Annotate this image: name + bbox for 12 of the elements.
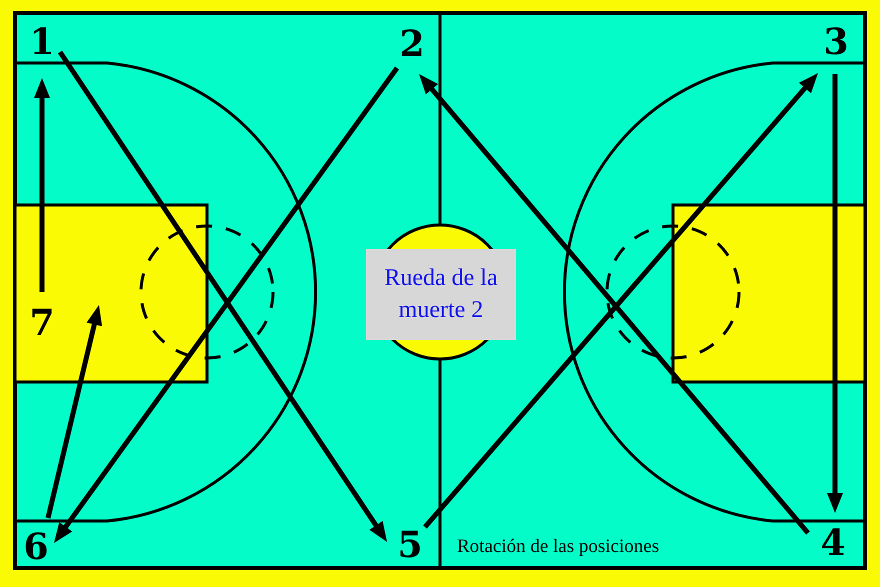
position-number: 4 bbox=[820, 525, 846, 561]
position-number: 1 bbox=[29, 24, 55, 60]
position-number: 5 bbox=[397, 527, 423, 563]
position-number: 3 bbox=[823, 24, 849, 60]
arrow bbox=[34, 78, 50, 292]
caption: Rotación de las posiciones bbox=[457, 536, 660, 559]
position-number: 2 bbox=[399, 26, 425, 62]
position-number: 7 bbox=[29, 305, 55, 341]
position-number: 6 bbox=[23, 529, 49, 565]
title: Rueda de la muerte 2 bbox=[366, 249, 516, 340]
arrow bbox=[46, 305, 102, 519]
arrow bbox=[827, 74, 843, 513]
